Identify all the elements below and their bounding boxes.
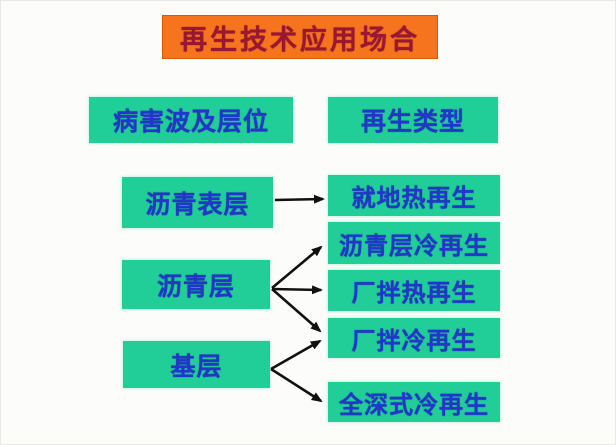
node-plant-mix-hot-regen: 厂拌热再生 <box>328 270 500 311</box>
column-header-regen-type: 再生类型 <box>328 97 498 143</box>
diagram-title-banner: 再生技术应用场合 <box>162 15 438 59</box>
node-full-depth-cold-regen: 全深式冷再生 <box>328 382 500 422</box>
arrow-asphalt-to-plant-cold <box>271 288 322 333</box>
column-header-damage-layer: 病害波及层位 <box>89 97 293 143</box>
arrow-asphalt-to-plant-hot <box>271 285 323 295</box>
node-asphalt-layer-cold-regen: 沥青层冷再生 <box>328 222 500 264</box>
arrow-surface-to-inplace-hot <box>274 194 325 204</box>
node-base-layer: 基层 <box>123 341 270 388</box>
node-asphalt-layer: 沥青层 <box>122 260 270 309</box>
node-plant-mix-cold-regen: 厂拌冷再生 <box>328 318 500 358</box>
node-asphalt-surface-layer: 沥青表层 <box>122 177 273 228</box>
node-inplace-hot-regen: 就地热再生 <box>328 175 500 216</box>
arrow-base-to-plant-cold <box>270 339 322 371</box>
arrow-base-to-full-depth <box>270 367 323 403</box>
arrow-asphalt-to-cold <box>271 245 323 289</box>
